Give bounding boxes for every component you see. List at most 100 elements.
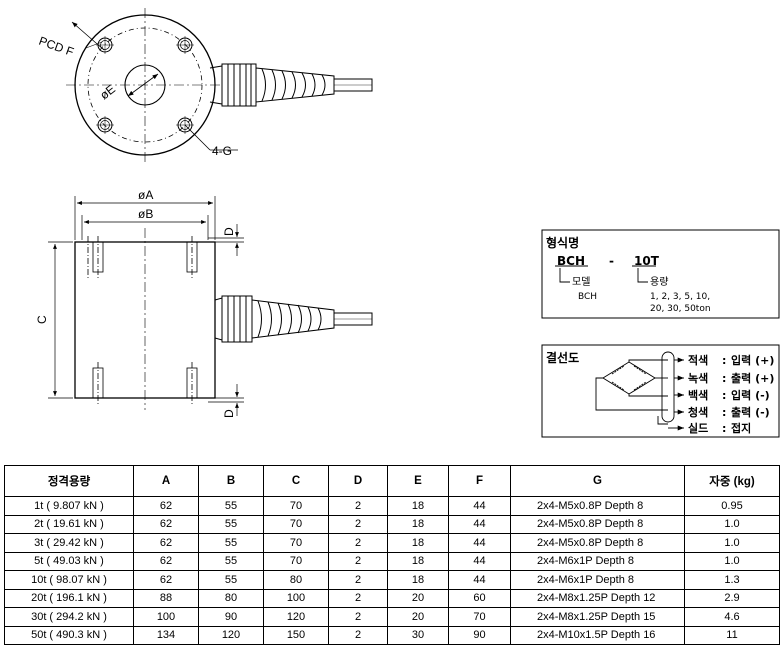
technical-drawing: PCD F øE 4-G [35, 8, 780, 438]
table-cell: 2x4-M5x0.8P Depth 8 [510, 533, 685, 553]
table-cell: 60 [448, 588, 511, 608]
dim-d-bottom-label: D [222, 409, 236, 418]
table-cell: 18 [387, 551, 449, 571]
model-designation-box [541, 229, 780, 319]
col-header-capacity: 정격용량 [4, 465, 134, 497]
table-cell: 30 [387, 625, 449, 645]
table-cell: 70 [448, 607, 511, 627]
table-cell: 90 [448, 625, 511, 645]
table-cell: 44 [448, 533, 511, 553]
table-cell: 1.0 [684, 551, 780, 571]
col-header-d: D [328, 465, 388, 497]
table-cell: 100 [133, 607, 199, 627]
table-cell: 2x4-M6x1P Depth 8 [510, 570, 685, 590]
table-cell: 1.0 [684, 514, 780, 534]
table-cell: 11 [684, 625, 780, 645]
capacity-code: 10T [634, 254, 660, 268]
table-cell: 88 [133, 588, 199, 608]
holes-label: 4-G [212, 144, 232, 158]
table-cell: 2 [328, 514, 388, 534]
table-cell: 44 [448, 514, 511, 534]
dim-a-label: øA [138, 188, 153, 202]
wire-color-label: 녹색 [688, 371, 708, 385]
table-cell: 80 [263, 570, 329, 590]
table-cell: 2 [328, 496, 388, 516]
dim-c-label: C [35, 315, 49, 324]
table-cell: 134 [133, 625, 199, 645]
col-header-a: A [133, 465, 199, 497]
mounting-hole [96, 116, 114, 134]
mounting-hole [176, 36, 194, 54]
table-cell: 2x4-M8x1.25P Depth 12 [510, 588, 685, 608]
table-cell: 18 [387, 514, 449, 534]
wire-color-label: 적색 [688, 353, 708, 367]
wiring-diagram-box [541, 344, 780, 438]
model-box-title: 형식명 [546, 235, 579, 250]
wire-function-label: 출력 (-) [731, 405, 770, 419]
wire-function-label: 입력 (-) [731, 389, 770, 402]
table-cell: 20 [387, 588, 449, 608]
wire-colon: : [722, 422, 726, 435]
capacity-caption: 용량 [650, 276, 668, 288]
table-cell: 44 [448, 551, 511, 571]
bore-diameter-label: øE [97, 82, 118, 102]
wire-color-label: 청색 [688, 405, 708, 419]
table-cell: 62 [133, 533, 199, 553]
capacity-values-line1: 1, 2, 3, 5, 10, [650, 292, 710, 302]
model-value: BCH [578, 292, 597, 302]
wire-colon: : [722, 406, 726, 419]
model-code: BCH [557, 254, 585, 268]
wire-function-label: 입력 (+) [731, 354, 774, 367]
table-cell: 44 [448, 570, 511, 590]
spec-table: 정격용량 A B C D E F G 자중 (kg) 1t ( 9.807 kN… [4, 465, 780, 645]
wire-color-label: 백색 [688, 388, 708, 402]
table-cell: 20t ( 196.1 kN ) [4, 588, 134, 608]
table-cell: 5t ( 49.03 kN ) [4, 551, 134, 571]
table-cell: 100 [263, 588, 329, 608]
table-cell: 55 [198, 533, 264, 553]
table-cell: 62 [133, 496, 199, 516]
table-cell: 50t ( 490.3 kN ) [4, 625, 134, 645]
model-separator: - [609, 254, 614, 268]
top-view [66, 8, 373, 162]
table-cell: 2t ( 19.61 kN ) [4, 514, 134, 534]
col-header-c: C [263, 465, 329, 497]
table-cell: 2x4-M8x1.25P Depth 15 [510, 607, 685, 627]
table-cell: 120 [263, 607, 329, 627]
wire-colon: : [722, 372, 726, 385]
table-cell: 2x4-M5x0.8P Depth 8 [510, 496, 685, 516]
wire-color-label: 실드 [688, 421, 708, 435]
table-cell: 70 [263, 533, 329, 553]
table-cell: 20 [387, 607, 449, 627]
table-cell: 62 [133, 551, 199, 571]
table-cell: 3t ( 29.42 kN ) [4, 533, 134, 553]
table-cell: 55 [198, 496, 264, 516]
table-cell: 0.95 [684, 496, 780, 516]
table-cell: 90 [198, 607, 264, 627]
table-cell: 1.3 [684, 570, 780, 590]
table-cell: 120 [198, 625, 264, 645]
table-cell: 18 [387, 496, 449, 516]
cable-connector [209, 63, 373, 107]
wire-function-label: 접지 [731, 421, 751, 435]
pcd-label: PCD F [37, 34, 76, 59]
wire-colon: : [722, 354, 726, 367]
table-cell: 2x4-M6x1P Depth 8 [510, 551, 685, 571]
table-cell: 2 [328, 625, 388, 645]
table-cell: 70 [263, 496, 329, 516]
capacity-values-line2: 20, 30, 50ton [650, 304, 711, 314]
table-cell: 2.9 [684, 588, 780, 608]
table-cell: 70 [263, 514, 329, 534]
side-view [48, 196, 373, 416]
table-cell: 2 [328, 551, 388, 571]
table-cell: 4.6 [684, 607, 780, 627]
table-cell: 55 [198, 514, 264, 534]
wire-function-label: 출력 (+) [731, 371, 774, 385]
